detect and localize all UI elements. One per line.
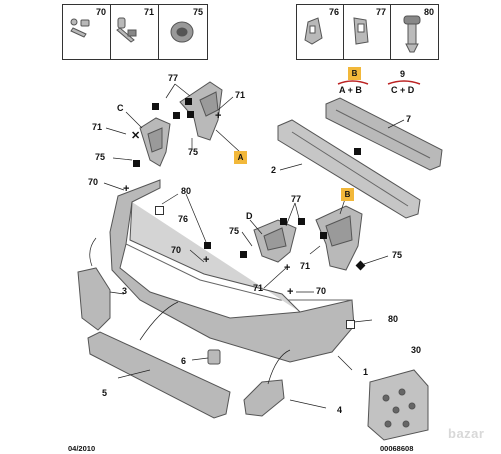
callout-76: 76 xyxy=(178,214,189,224)
small-clip-6 xyxy=(207,349,221,365)
nut-icon xyxy=(170,21,194,43)
callout-77-top: 77 xyxy=(168,73,179,83)
fastener-cell-76: 76 xyxy=(297,5,344,59)
variant-arrows xyxy=(337,80,421,85)
lower-strip-5 xyxy=(87,331,231,419)
bracket-c-left xyxy=(139,117,171,167)
callout-70-mid: 70 xyxy=(171,245,182,255)
marker-open-square-80 xyxy=(346,320,355,329)
callout-75-right-a: 75 xyxy=(229,226,240,236)
rivet-icon-80 xyxy=(403,15,421,53)
footer-code: 00068608 xyxy=(380,444,414,453)
fastener-label-71: 71 xyxy=(143,7,154,17)
reinforcement-bar-2 xyxy=(277,119,421,219)
marker-square-75 xyxy=(187,111,194,118)
callout-6: 6 xyxy=(181,356,187,366)
marker-cross-71: + xyxy=(215,110,222,122)
callout-tag-b: B xyxy=(341,188,354,201)
marker-square-75 xyxy=(354,148,361,155)
marker-cross-70: + xyxy=(203,254,210,266)
callout-5: 5 xyxy=(102,388,108,398)
marker-square-75 xyxy=(185,98,192,105)
clip-icon-76 xyxy=(304,17,323,45)
fastener-cell-80: 80 xyxy=(391,5,438,59)
fastener-label-80: 80 xyxy=(423,7,434,17)
marker-square-75 xyxy=(173,112,180,119)
bumper-cover-1 xyxy=(109,179,355,363)
push-clip-icon xyxy=(70,18,90,38)
variant-label-ab: A + B xyxy=(339,85,362,95)
callout-71-top: 71 xyxy=(235,90,246,100)
fastener-label-70: 70 xyxy=(95,7,106,17)
fastener-cell-70: 70 xyxy=(63,5,111,59)
callout-3: 3 xyxy=(122,286,128,296)
reinforcement-bar-7 xyxy=(325,97,443,171)
marker-cross-70: + xyxy=(287,286,294,298)
callout-30: 30 xyxy=(411,345,422,355)
callout-1: 1 xyxy=(363,367,369,377)
fastener-label-76: 76 xyxy=(328,7,339,17)
callout-75-left: 75 xyxy=(95,152,106,162)
variant-part-9: 9 xyxy=(400,69,406,79)
screw-icon xyxy=(116,17,137,43)
bracket-b-right xyxy=(315,205,363,271)
marker-square-75 xyxy=(133,160,140,167)
callout-c: C xyxy=(117,103,124,113)
fastener-kit-30 xyxy=(367,369,429,441)
marker-square-75 xyxy=(320,232,327,239)
marker-square-75 xyxy=(204,242,211,249)
callout-2: 2 xyxy=(271,165,277,175)
watermark-bottom: bazar xyxy=(448,426,485,441)
callout-71-right: 71 xyxy=(300,261,311,271)
corner-trim-3 xyxy=(77,267,111,331)
corner-trim-4 xyxy=(243,379,285,417)
marker-open-square-80 xyxy=(155,206,164,215)
fastener-cell-75: 75 xyxy=(159,5,207,59)
callout-7: 7 xyxy=(406,114,412,124)
marker-square-75 xyxy=(152,103,159,110)
bracket-d-right xyxy=(253,219,297,263)
callout-70-right: 70 xyxy=(316,286,327,296)
marker-square-75 xyxy=(298,218,305,225)
callout-71-bottom: 71 xyxy=(253,283,264,293)
callout-71-left: 71 xyxy=(92,122,103,132)
marker-square-75 xyxy=(240,251,247,258)
variant-label-cd: C + D xyxy=(391,85,415,95)
callout-tag-a: A xyxy=(234,151,247,164)
fastener-label-77: 77 xyxy=(375,7,386,17)
leader-lines xyxy=(89,83,405,409)
fastener-cell-71: 71 xyxy=(111,5,159,59)
marker-cross-71: ✕ xyxy=(131,130,141,142)
marker-cross-70: + xyxy=(123,183,130,195)
clip-icon-77 xyxy=(353,17,369,45)
marker-square-75 xyxy=(280,218,287,225)
callout-75-mid: 75 xyxy=(188,147,199,157)
footer-date: 04/2010 xyxy=(68,444,96,453)
variant-tag-b: B xyxy=(348,67,361,80)
callout-77-right: 77 xyxy=(291,194,302,204)
callout-70-left: 70 xyxy=(88,177,99,187)
fastener-label-75: 75 xyxy=(192,7,203,17)
marker-cross-71: + xyxy=(284,262,291,274)
callout-4: 4 xyxy=(337,405,343,415)
callout-d: D xyxy=(246,211,253,221)
fastener-cell-77: 77 xyxy=(344,5,391,59)
callout-75-right-b: 75 xyxy=(392,250,403,260)
callout-80-top: 80 xyxy=(181,186,192,196)
callout-80-right: 80 xyxy=(388,314,399,324)
